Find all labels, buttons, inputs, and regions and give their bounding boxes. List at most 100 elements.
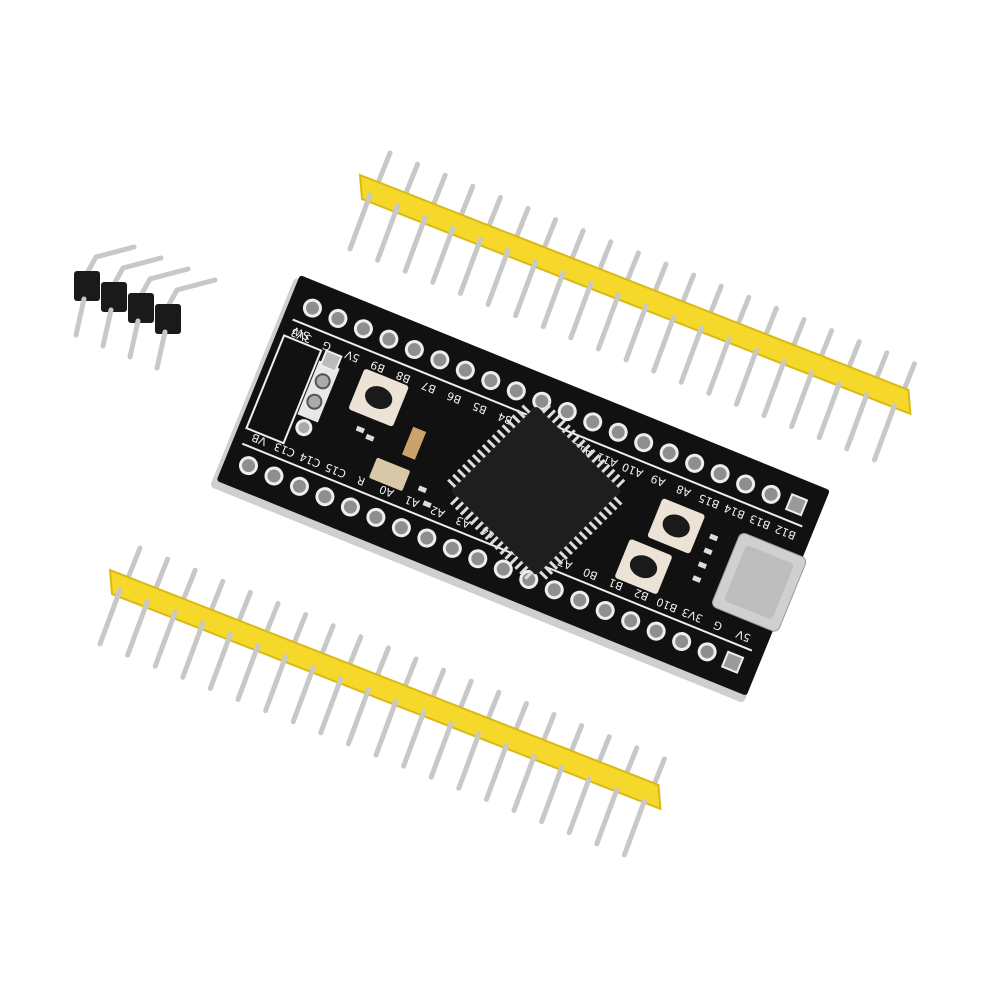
pad: [238, 456, 258, 476]
pad: [430, 350, 450, 370]
pin: [402, 214, 428, 274]
straight-header-bottom: [97, 545, 667, 858]
crystal-small: [401, 426, 427, 460]
pin: [485, 194, 503, 230]
pin: [706, 283, 724, 319]
pad: [583, 412, 603, 432]
pin: [734, 294, 752, 330]
pin: [401, 709, 427, 769]
pin: [263, 654, 289, 714]
pad: [634, 433, 654, 453]
pin-label: 5V: [343, 347, 362, 365]
pin: [621, 798, 647, 858]
pin-label: B7: [420, 378, 438, 396]
pin: [403, 161, 421, 197]
pad: [328, 308, 348, 328]
pin: [594, 787, 620, 847]
pin: [97, 587, 123, 647]
pin: [125, 598, 151, 658]
pad: [366, 507, 386, 527]
pin: [678, 325, 704, 385]
pin: [180, 567, 198, 603]
pad: [710, 464, 730, 484]
pin: [568, 281, 594, 341]
pin: [290, 665, 316, 725]
pad: [557, 402, 577, 422]
straight-header-top: [347, 150, 917, 463]
pin-label: B0: [581, 565, 599, 583]
pad: [761, 484, 781, 504]
pin: [541, 217, 559, 253]
pin: [539, 765, 565, 825]
pin: [347, 192, 373, 252]
pin: [401, 656, 419, 692]
pin: [125, 545, 143, 581]
pad: [289, 476, 309, 496]
key-button[interactable]: [348, 368, 409, 427]
pad: [621, 611, 641, 631]
swd-pad-strip: [297, 360, 340, 423]
pin: [373, 698, 399, 758]
pad: [340, 497, 360, 517]
pin-label: A7: [556, 555, 574, 573]
pin: [458, 183, 476, 219]
square-pad: [784, 492, 809, 517]
square-pad: [720, 650, 745, 674]
pin: [429, 667, 447, 703]
pin: [375, 150, 393, 186]
pin: [318, 623, 336, 659]
pin: [457, 236, 483, 296]
plastic-strip: [358, 173, 912, 416]
pin-label: B9: [369, 358, 387, 376]
pin: [651, 314, 677, 374]
pin: [568, 228, 586, 264]
pin: [373, 645, 391, 681]
pad: [264, 466, 284, 486]
pin: [595, 292, 621, 352]
pin-label: A1: [403, 493, 421, 511]
pad: [391, 518, 411, 538]
pin-label: A8: [674, 482, 692, 500]
pin: [430, 225, 456, 285]
pad: [595, 600, 615, 620]
mcu-chip: [447, 404, 626, 580]
pad: [608, 422, 628, 442]
pin: [375, 203, 401, 263]
pin-label: B8: [394, 368, 412, 386]
pin: [566, 776, 592, 836]
pad: [659, 443, 679, 463]
pin: [456, 678, 474, 714]
pin: [816, 381, 842, 441]
pin: [789, 370, 815, 430]
pin: [623, 303, 649, 363]
pad: [697, 642, 717, 662]
pad: [570, 590, 590, 610]
pin-label: A2: [428, 503, 446, 521]
pin: [153, 556, 171, 592]
pin: [485, 248, 511, 307]
pad: [544, 580, 564, 600]
pin-label: 5V: [734, 627, 753, 645]
usb-c-connector[interactable]: [711, 532, 808, 633]
right-angle-header: [73, 244, 218, 371]
crystal: [369, 457, 410, 491]
pin: [511, 754, 537, 813]
pin: [235, 589, 253, 625]
pad: [404, 340, 424, 360]
boot0-button[interactable]: [647, 498, 705, 554]
pin: [484, 689, 502, 725]
pin: [345, 687, 371, 747]
pin: [596, 239, 614, 275]
pin: [428, 720, 454, 780]
pin: [291, 612, 309, 648]
swd-pads: [295, 349, 343, 437]
pin: [235, 643, 261, 702]
pin: [207, 631, 233, 691]
pad: [468, 549, 488, 569]
nrst-button[interactable]: [614, 539, 672, 595]
pad: [685, 453, 705, 473]
pin: [706, 336, 732, 396]
pin-label: B5: [471, 399, 489, 417]
pad: [455, 360, 475, 380]
pin: [152, 609, 178, 669]
